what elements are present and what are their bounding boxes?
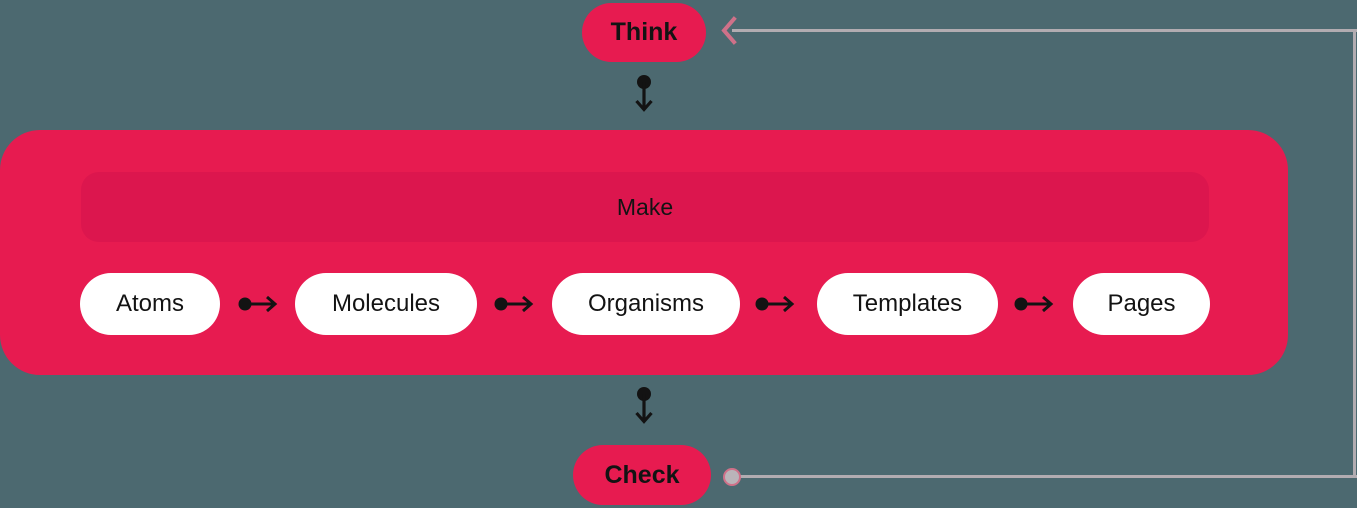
make-container — [0, 130, 1288, 375]
check-node: Check — [573, 445, 711, 505]
dot-arrow-right-icon — [238, 295, 278, 313]
dot-arrow-right-icon — [1014, 295, 1054, 313]
down-arrow-icon — [635, 75, 653, 112]
dot-arrow-right-icon — [755, 295, 795, 313]
loop-arrowhead-left-icon — [721, 16, 737, 45]
make-header-label: Make — [616, 193, 674, 220]
think-node: Think — [582, 3, 706, 62]
down-arrow-icon — [635, 387, 653, 424]
think-node-label: Think — [610, 18, 678, 46]
step-organisms: Organisms — [552, 273, 740, 335]
step-pages: Pages — [1073, 273, 1210, 335]
dot-arrow-right-icon — [494, 295, 534, 313]
feedback-loop-top-line — [732, 29, 1357, 32]
feedback-loop-right-line — [1353, 29, 1356, 478]
make-header: Make — [81, 172, 1209, 242]
step-templates-label: Templates — [852, 290, 963, 317]
step-atoms-label: Atoms — [115, 290, 184, 317]
step-molecules-label: Molecules — [331, 290, 441, 317]
step-pages-label: Pages — [1107, 290, 1176, 317]
step-organisms-label: Organisms — [587, 290, 705, 317]
check-node-label: Check — [604, 460, 680, 489]
step-templates: Templates — [817, 273, 998, 335]
feedback-loop-bottom-line — [740, 475, 1357, 478]
step-molecules: Molecules — [295, 273, 477, 335]
step-atoms: Atoms — [80, 273, 220, 335]
loop-start-dot-icon — [723, 468, 741, 486]
